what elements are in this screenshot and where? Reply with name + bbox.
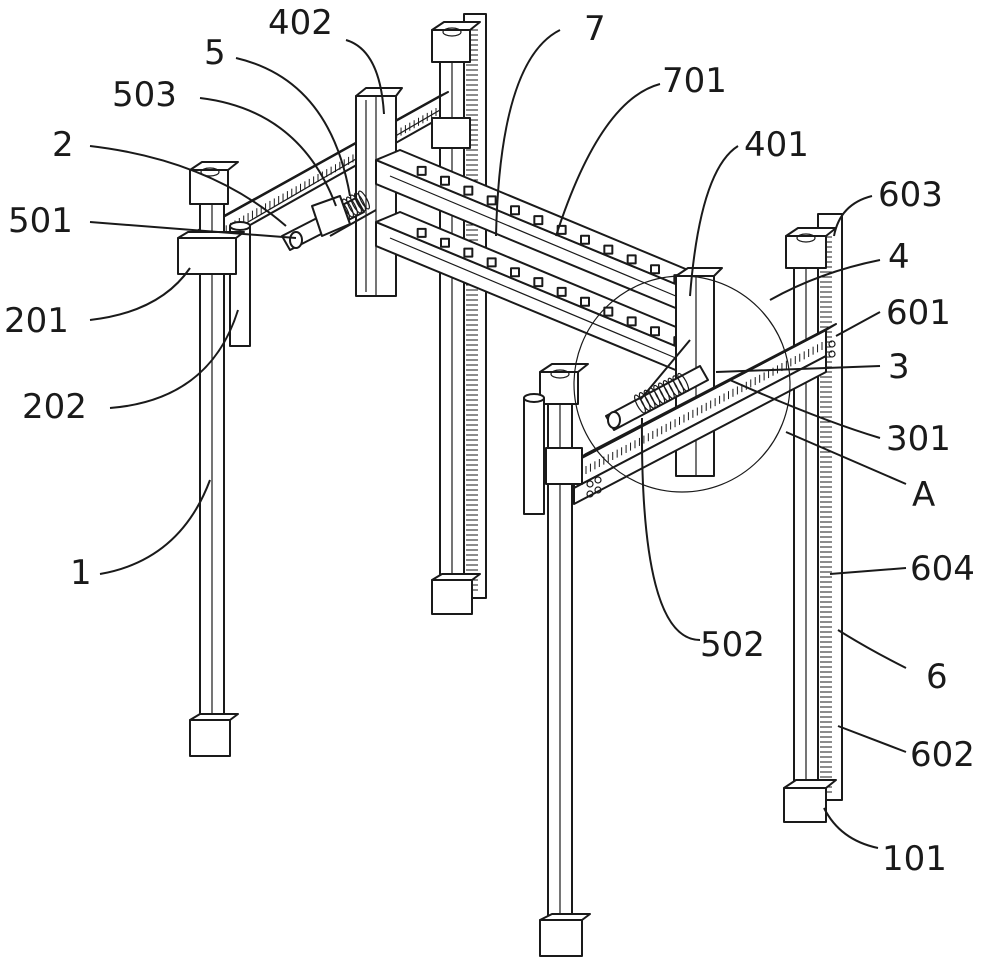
- label-602: 602: [910, 735, 975, 775]
- leader-lines: [89, 29, 907, 849]
- cross-beams: [375, 149, 713, 377]
- label-601: 601: [886, 293, 951, 333]
- label-6: 6: [926, 657, 948, 697]
- label-7: 7: [584, 9, 606, 49]
- label-701: 701: [662, 61, 727, 101]
- right-rack: [820, 231, 832, 793]
- label-604: 604: [910, 549, 975, 589]
- label-2: 2: [52, 125, 74, 165]
- front-left-column: [177, 161, 251, 757]
- left-actuator: [281, 190, 377, 251]
- label-503: 503: [112, 75, 177, 115]
- label-401: 401: [744, 125, 809, 165]
- front-rail-rack: [585, 342, 823, 474]
- post-402: [355, 87, 403, 297]
- label-5: 5: [204, 33, 226, 73]
- front-right-column: [783, 213, 843, 823]
- label-a: A: [912, 475, 935, 515]
- label-603: 603: [878, 175, 943, 215]
- label-301: 301: [886, 419, 951, 459]
- right-actuator: [605, 339, 709, 431]
- label-201: 201: [4, 301, 69, 341]
- label-501: 501: [8, 201, 73, 241]
- label-4: 4: [888, 237, 910, 277]
- label-402: 402: [268, 3, 333, 43]
- label-3: 3: [888, 347, 910, 387]
- detail-circle-a: [573, 275, 791, 493]
- reference-labels: 402 5 503 2 501 201 202 1 7 701 401 603 …: [4, 3, 975, 879]
- label-101: 101: [882, 839, 947, 879]
- right-spring: [634, 372, 690, 414]
- label-502: 502: [700, 625, 765, 665]
- label-202: 202: [22, 387, 87, 427]
- label-1: 1: [70, 553, 92, 593]
